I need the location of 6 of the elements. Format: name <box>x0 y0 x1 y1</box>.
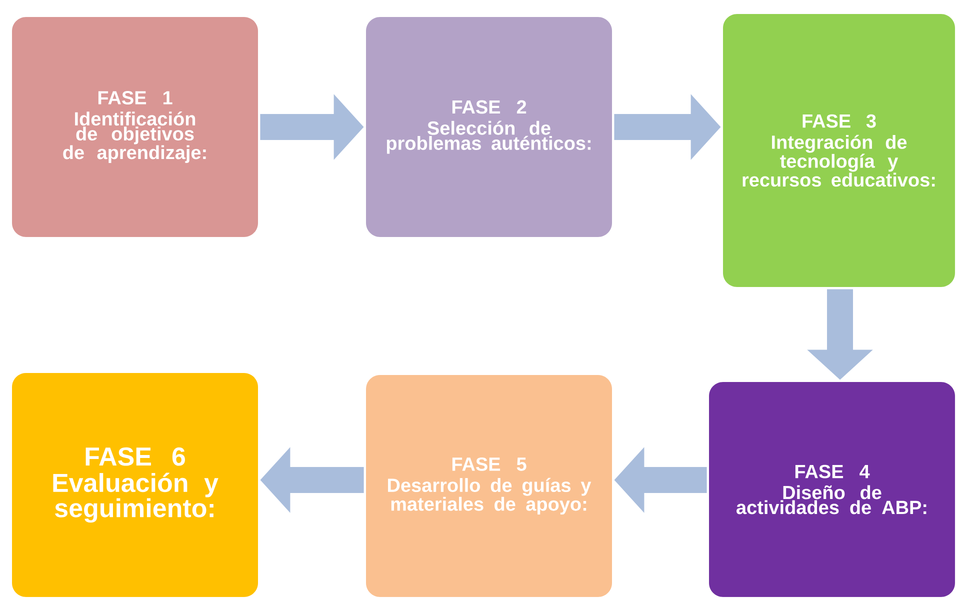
phase-box: FASE 6 Evaluación y seguimiento: <box>12 373 258 597</box>
phase-box: FASE 3 Integración de tecnología y recursos educativos: <box>723 14 955 287</box>
phase-box: FASE 4 Diseño de actividades de ABP: <box>709 382 955 597</box>
phase-box: FASE 2 Selección de problemas auténticos: <box>366 17 612 237</box>
phase-box: FASE 5 Desarrollo de guías y materiales de apoyo: <box>366 375 612 597</box>
phase-box: FASE 1 Identificación de objetivos de aprendizaje: <box>12 17 258 237</box>
